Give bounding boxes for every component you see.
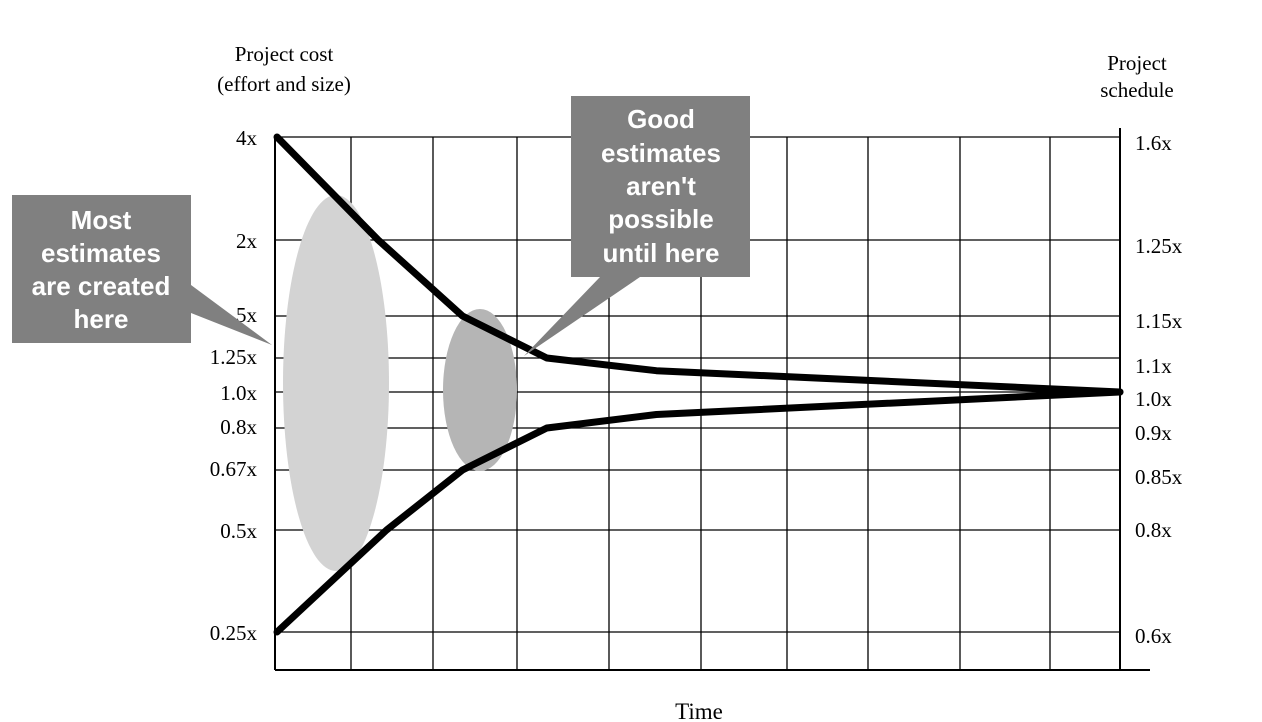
callouts: Most estimates are created here Good est…: [12, 96, 750, 356]
callout-good-box: [524, 96, 750, 356]
callout-good-line-2: estimates: [601, 138, 721, 168]
ylabel-right-line-2: schedule: [1100, 78, 1173, 102]
good-estimates-region: [443, 309, 517, 471]
callout-most-line-3: are created: [32, 271, 171, 301]
right-tick-label: 0.8x: [1135, 518, 1172, 542]
right-tick-label: 0.85x: [1135, 465, 1183, 489]
callout-most-box: [12, 195, 272, 345]
callout-most-estimates: Most estimates are created here: [12, 195, 272, 345]
right-tick-label: 0.6x: [1135, 624, 1172, 648]
callout-most-line-1: Most: [71, 205, 132, 235]
callout-good-estimates: Good estimates aren't possible until her…: [524, 96, 750, 356]
callout-most-line-4: here: [74, 304, 129, 334]
ylabel-left-line-1: Project cost: [235, 42, 334, 66]
right-tick-label: 1.0x: [1135, 387, 1172, 411]
axes: [274, 128, 1150, 671]
left-tick-label: 2x: [236, 229, 258, 253]
early-estimates-region: [283, 195, 389, 571]
right-tick-label: 1.15x: [1135, 309, 1183, 333]
left-tick-label: 0.5x: [220, 519, 257, 543]
left-tick-label: 1.0x: [220, 381, 257, 405]
xlabel: Time: [675, 699, 723, 722]
ylabel-right-line-1: Project: [1107, 51, 1167, 75]
grid: [275, 136, 1120, 670]
callout-good-line-4: possible: [608, 204, 713, 234]
right-tick-labels: 1.6x 1.25x 1.15x 1.1x 1.0x 0.9x 0.85x 0.8x 0.6x: [1135, 131, 1183, 648]
callout-good-line-5: until here: [602, 238, 719, 268]
highlights: [283, 195, 517, 571]
series-line-1: [273, 388, 1124, 636]
left-tick-label: 0.8x: [220, 415, 257, 439]
series-line-0: [273, 133, 1124, 396]
left-tick-label: 0.25x: [210, 621, 258, 645]
callout-good-line-3: aren't: [626, 171, 696, 201]
callout-most-line-2: estimates: [41, 238, 161, 268]
callout-good-line-1: Good: [627, 104, 695, 134]
right-tick-label: 1.25x: [1135, 234, 1183, 258]
right-tick-label: 0.9x: [1135, 421, 1172, 445]
left-tick-label: 0.67x: [210, 457, 258, 481]
series: [273, 133, 1124, 636]
right-tick-label: 1.6x: [1135, 131, 1172, 155]
left-tick-label: 1.25x: [210, 345, 258, 369]
right-tick-label: 1.1x: [1135, 354, 1172, 378]
ylabel-left-line-2: (effort and size): [217, 72, 351, 96]
left-tick-label: 4x: [236, 126, 258, 150]
axis-labels: Project cost (effort and size) Project s…: [217, 42, 1174, 722]
